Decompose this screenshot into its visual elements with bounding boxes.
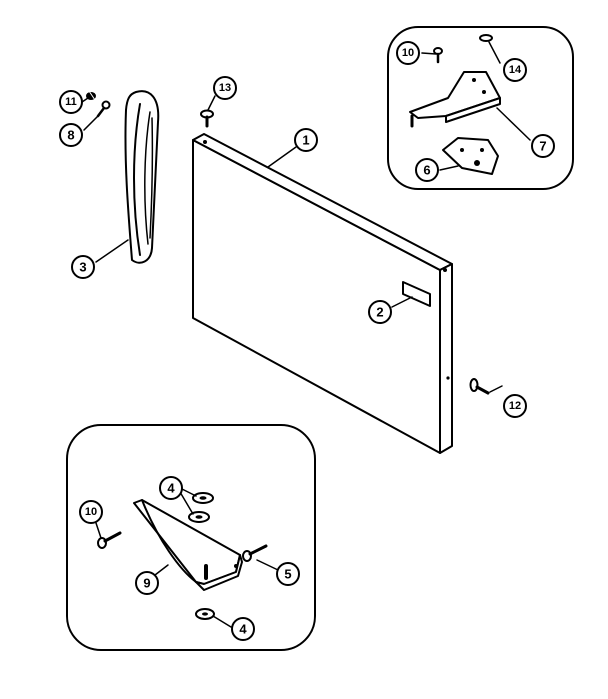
bottom-inset-screw-part xyxy=(97,531,122,549)
washer-bottom-part xyxy=(195,608,215,620)
callout-label-door-panel: 1 xyxy=(302,133,309,148)
callout-label-cap: 14 xyxy=(509,64,522,76)
door-stop-part xyxy=(469,378,490,395)
callout-label-door-top-screw: 13 xyxy=(219,82,231,94)
callout-label-top-hinge-plate: 6 xyxy=(423,163,430,178)
callout-label-top-inset-screw: 10 xyxy=(402,47,414,59)
callout-label-washer-top: 4 xyxy=(167,481,175,496)
door-handle xyxy=(124,90,160,264)
callout-label-handle-screw: 8 xyxy=(67,128,74,143)
callout-label-bottom-hinge: 9 xyxy=(143,576,150,591)
bottom-hinge-part xyxy=(133,499,243,591)
cap-part xyxy=(479,34,493,42)
door-panel xyxy=(192,133,453,454)
handle-screw-part xyxy=(96,100,111,118)
callout-label-hinge-screw: 5 xyxy=(284,567,291,582)
callout-label-washer-bottom: 4 xyxy=(239,622,247,637)
nameplate xyxy=(402,281,431,307)
callout-label-door-stop: 12 xyxy=(509,400,521,412)
top-hinge-part xyxy=(409,71,501,128)
door-top-screw-part xyxy=(200,109,214,128)
hinge-screw-part xyxy=(242,544,268,562)
leader-lines xyxy=(81,41,531,628)
callout-label-nameplate: 2 xyxy=(376,305,383,320)
callout-label-bottom-inset-screw: 10 xyxy=(85,506,97,518)
callout-circles xyxy=(59,41,555,641)
callout-label-plug: 11 xyxy=(65,96,77,108)
top-inset-screw-part xyxy=(433,47,443,64)
washer-top-part xyxy=(188,492,214,523)
callout-label-top-hinge: 7 xyxy=(539,139,546,154)
callout-label-handle: 3 xyxy=(79,260,86,275)
top-hinge-plate-part xyxy=(442,137,499,175)
